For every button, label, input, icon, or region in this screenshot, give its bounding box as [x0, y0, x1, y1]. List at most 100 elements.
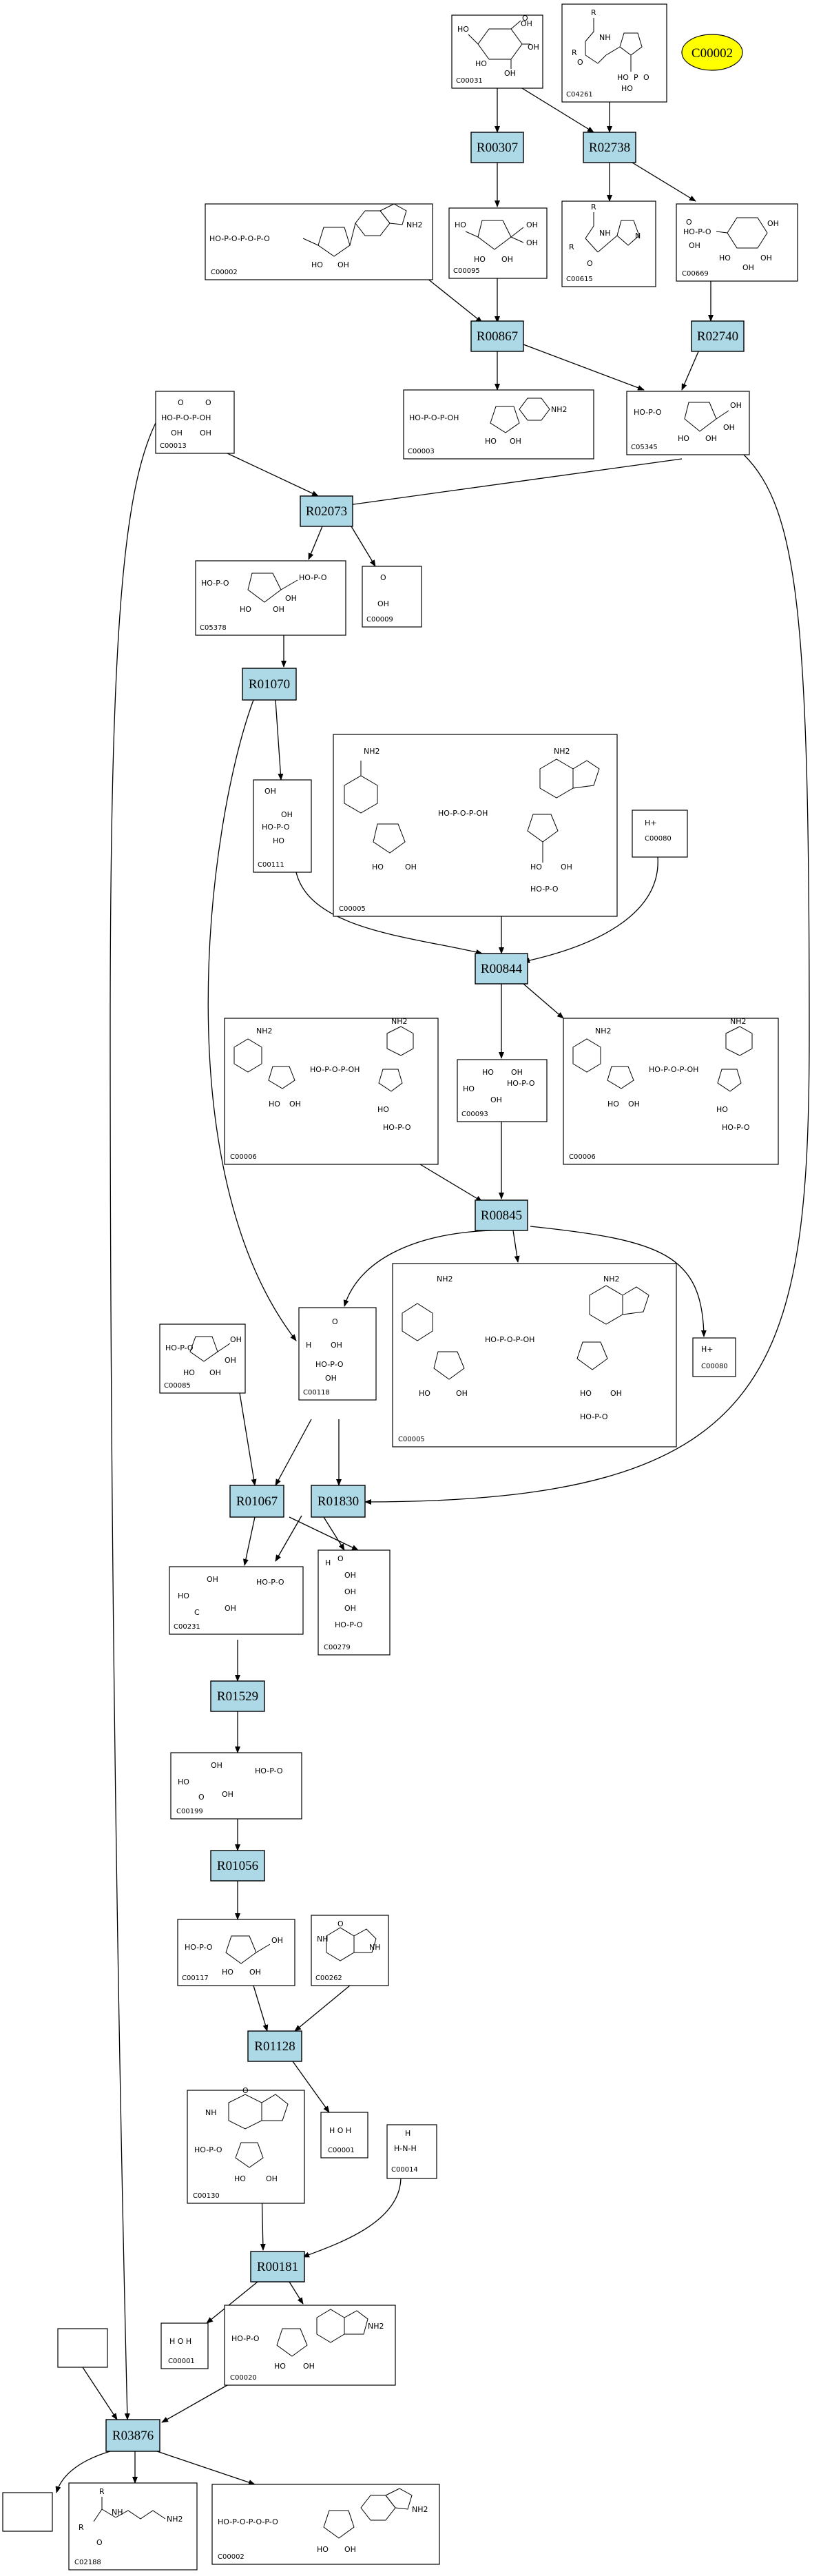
compound-unlabeled-output[interactable]: [2, 2492, 53, 2532]
svg-text:R01070: R01070: [249, 677, 290, 692]
compound-c00615[interactable]: R NH R O N C00615: [561, 200, 656, 287]
svg-text:OH: OH: [528, 43, 539, 52]
svg-text:HO: HO: [580, 1389, 592, 1398]
svg-text:HO: HO: [463, 1084, 475, 1093]
svg-text:OH: OH: [303, 2362, 315, 2371]
svg-text:HO-P-O: HO-P-O: [580, 1412, 608, 1421]
reaction-r01056[interactable]: R01056: [210, 1850, 265, 1882]
compound-c00085[interactable]: HO-P-O OH OH HO OH C00085: [159, 1323, 246, 1394]
compound-c00111[interactable]: OH OH HO-P-O HO C00111: [253, 779, 312, 873]
compound-c00002-atp-bottom[interactable]: HO-P-O-P-O-P-O NH2 HO OH C00002: [211, 2484, 440, 2565]
compound-unlabeled-input[interactable]: [57, 2328, 108, 2368]
compound-c00001-upper[interactable]: H O H C00001: [320, 2112, 368, 2158]
compound-c02188[interactable]: R NH R O NH2 C02188: [68, 2482, 198, 2570]
svg-text:C05345: C05345: [631, 444, 658, 451]
svg-text:C00118: C00118: [303, 1389, 330, 1397]
svg-text:H: H: [405, 2129, 410, 2138]
compound-c00014[interactable]: H H-N-H C00014: [386, 2124, 437, 2179]
svg-text:HO: HO: [485, 437, 497, 446]
compound-c05345[interactable]: HO-P-O OH OH HO OH C05345: [626, 391, 750, 455]
reaction-r01830[interactable]: R01830: [311, 1485, 366, 1518]
svg-text:HO: HO: [274, 2362, 286, 2371]
compound-c00031[interactable]: HO O OH OH OH HO C00031: [451, 14, 543, 89]
svg-text:HO-P-O: HO-P-O: [299, 573, 327, 582]
svg-text:HO: HO: [530, 863, 542, 872]
compound-c00262[interactable]: O NH NH C00262: [311, 1915, 389, 1986]
svg-text:OH: OH: [377, 599, 389, 608]
svg-text:OH: OH: [222, 1790, 233, 1799]
reaction-r01067[interactable]: R01067: [229, 1485, 284, 1518]
compound-c00093[interactable]: HO OH HO HO-P-O OH C00093: [457, 1059, 548, 1122]
svg-text:HO-P-O: HO-P-O: [231, 2334, 260, 2343]
reaction-r00867[interactable]: R00867: [470, 320, 524, 352]
compound-c00279[interactable]: H O OH OH OH HO-P-O C00279: [318, 1549, 391, 1656]
svg-text:C00001: C00001: [328, 2147, 355, 2154]
svg-text:OH: OH: [209, 1368, 221, 1377]
svg-text:HO-P-O-P-OH: HO-P-O-P-OH: [409, 413, 459, 422]
compound-c00009[interactable]: O OH C00009: [362, 566, 422, 628]
svg-text:O: O: [205, 398, 211, 407]
reaction-r00181[interactable]: R00181: [250, 2251, 305, 2283]
svg-text:OH: OH: [344, 1604, 356, 1613]
svg-text:OH: OH: [689, 241, 700, 250]
reaction-r01128[interactable]: R01128: [247, 2030, 302, 2062]
compound-c00117[interactable]: HO-P-O OH HO OH C00117: [177, 1919, 295, 1986]
svg-text:C00002: C00002: [211, 269, 238, 276]
compound-c00095[interactable]: HO OH OH HO OH C00095: [448, 207, 548, 279]
reaction-r02740[interactable]: R02740: [691, 320, 745, 352]
reaction-r00307[interactable]: R00307: [470, 132, 524, 163]
svg-text:O: O: [587, 259, 593, 268]
svg-text:R: R: [591, 8, 596, 17]
reaction-r01070[interactable]: R01070: [242, 668, 297, 701]
reaction-r01529[interactable]: R01529: [210, 1680, 265, 1712]
compound-c04261[interactable]: R NH R O HO P O HO C04261: [561, 3, 667, 103]
svg-text:OH: OH: [705, 434, 717, 443]
svg-text:C00006: C00006: [230, 1153, 257, 1161]
svg-text:OH: OH: [225, 1356, 236, 1365]
svg-text:C00009: C00009: [366, 616, 393, 624]
compound-c00130[interactable]: O NH HO-P-O HO OH C00130: [187, 2086, 305, 2204]
compound-c00001-lower[interactable]: H O H C00001: [160, 2322, 209, 2369]
svg-text:NH2: NH2: [391, 1017, 408, 1026]
svg-text:NH: NH: [599, 229, 611, 238]
compound-c00080-top[interactable]: H+ C00080: [632, 810, 688, 858]
svg-text:R00307: R00307: [477, 141, 518, 155]
compound-c00002-atp-top[interactable]: HO-P-O-P-O-P-O NH2 HO OH C00002: [205, 203, 433, 280]
compound-c00006-left[interactable]: NH2 HO-P-O-P-OH HO OH NH2 HO HO-P-O C000…: [224, 1017, 439, 1165]
svg-text:NH2: NH2: [412, 2505, 428, 2514]
compound-c00669[interactable]: O HO-P-O OH OH HO OH OH C00669: [676, 203, 798, 282]
compound-c05378[interactable]: HO-P-O HO-P-O OH HO OH C05378: [195, 560, 346, 636]
compound-c00231[interactable]: OH HO HO-P-O OH C C00231: [169, 1566, 304, 1635]
compound-c00020[interactable]: HO-P-O NH2 HO OH C00020: [224, 2305, 396, 2386]
svg-text:OH: OH: [760, 254, 772, 262]
svg-text:HO: HO: [178, 1778, 189, 1786]
compound-c00199[interactable]: OH HO HO-P-O OH O C00199: [170, 1752, 302, 1820]
svg-text:C00085: C00085: [164, 1382, 191, 1390]
reaction-r02073[interactable]: R02073: [300, 495, 353, 527]
svg-text:O: O: [337, 1919, 344, 1928]
compound-c00080-bottom[interactable]: H+ C00080: [692, 1337, 736, 1377]
compound-c00006-right[interactable]: NH2 HO-P-O-P-OH HO OH NH2 HO HO-P-O C000…: [563, 1017, 779, 1165]
svg-text:NH2: NH2: [167, 2515, 183, 2524]
svg-text:R01067: R01067: [236, 1494, 278, 1509]
svg-text:C05378: C05378: [200, 624, 227, 632]
svg-text:HO: HO: [457, 25, 469, 34]
compound-c00003[interactable]: HO-P-O-P-OH NH2 HO OH C00003: [403, 389, 594, 460]
compound-c00005-nadph-bottom[interactable]: NH2 HO-P-O-P-OH HO OH NH2 HO OH HO-P-O C…: [392, 1263, 677, 1447]
reaction-r02738[interactable]: R02738: [583, 132, 636, 163]
root-node-c00002[interactable]: C00002: [681, 34, 743, 71]
svg-text:HO-P-O: HO-P-O: [634, 408, 662, 417]
svg-text:C00080: C00080: [645, 835, 672, 843]
svg-text:HO: HO: [455, 220, 466, 229]
compound-c00005-nadph-top[interactable]: NH2 HO-P-O-P-OH HO OH NH2 HO OH HO-P-O C…: [333, 734, 618, 917]
svg-text:R: R: [591, 203, 596, 212]
svg-text:O: O: [380, 573, 386, 582]
svg-text:C00669: C00669: [682, 270, 709, 278]
compound-c00013[interactable]: O O HO-P-O-P-OH OH OH C00013: [155, 391, 235, 454]
reaction-r00845[interactable]: R00845: [475, 1199, 528, 1231]
reaction-r00844[interactable]: R00844: [475, 953, 528, 985]
svg-text:HO: HO: [607, 1100, 619, 1109]
compound-c00118[interactable]: O H OH HO-P-O OH C00118: [298, 1307, 377, 1401]
reaction-r03876[interactable]: R03876: [105, 2419, 160, 2452]
svg-text:HO-P-O-P-OH: HO-P-O-P-OH: [161, 413, 211, 422]
